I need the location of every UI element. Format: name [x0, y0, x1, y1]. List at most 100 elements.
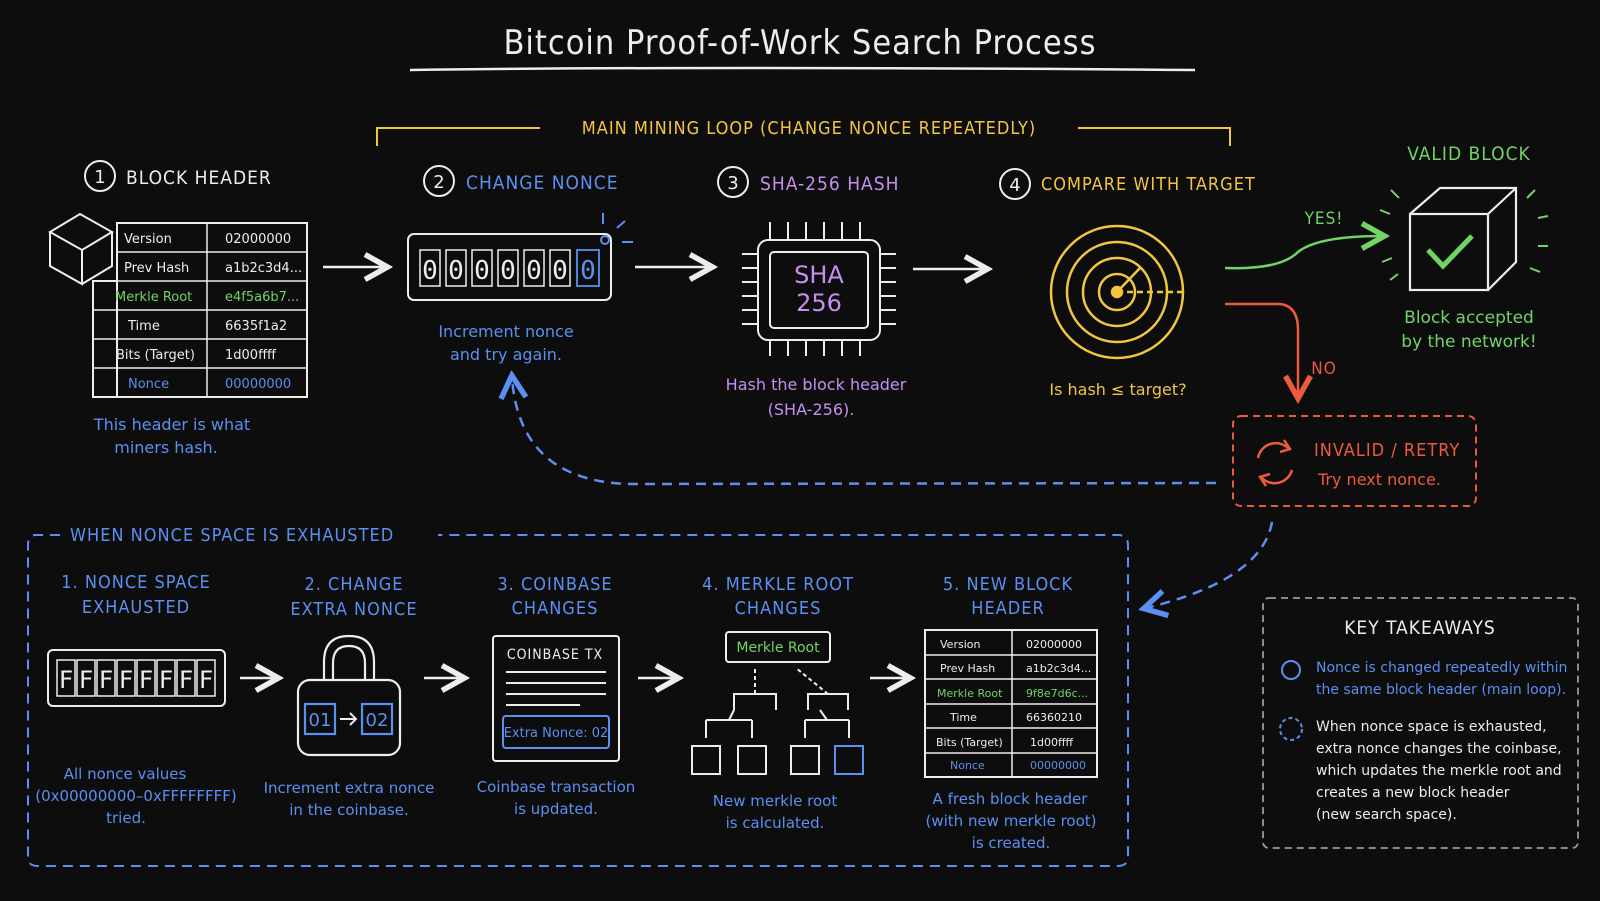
substep-title: EXHAUSTED: [82, 597, 190, 618]
substep-caption: New merkle root: [713, 792, 838, 810]
header-row-label: Prev Hash: [124, 261, 189, 276]
header-row-label: Time: [949, 711, 977, 724]
main-loop-label: MAIN MINING LOOP (CHANGE NONCE REPEATEDL…: [582, 118, 1036, 139]
valid-block-caption: by the network!: [1401, 332, 1536, 352]
key-takeaways: KEY TAKEAWAYS Nonce is changed repeatedl…: [1262, 597, 1579, 849]
exhausted-section: WHEN NONCE SPACE IS EXHAUSTED 1. NONCE S…: [27, 525, 1129, 867]
nonce-digit: F: [79, 666, 93, 694]
no-arrow: [1225, 302, 1298, 396]
step-number: 2: [433, 172, 444, 193]
takeaway-text: the same block header (main loop).: [1316, 682, 1566, 698]
header-row-label: Time: [127, 319, 160, 334]
valid-block: VALID BLOCK YES! Block accepted by the n…: [1224, 143, 1549, 352]
step-number: 1: [94, 167, 105, 188]
header-row-value: 9f8e7d6c...: [1026, 687, 1088, 700]
exhausted-frame: [27, 534, 1129, 867]
step-compare: 4 COMPARE WITH TARGET Is hash ≤ target?: [999, 168, 1255, 399]
substep-caption: in the coinbase.: [289, 801, 408, 819]
takeaway-text: extra nonce changes the coinbase,: [1316, 741, 1562, 757]
new-header-table: Version 02000000 Prev Hash a1b2c3d4... M…: [924, 629, 1098, 778]
title-underline: [409, 66, 1196, 72]
lock-from: 01: [309, 710, 332, 731]
nonce-digit: 0: [474, 256, 490, 286]
substep-caption: is calculated.: [726, 814, 825, 832]
header-row-value: a1b2c3d4...: [1026, 662, 1091, 675]
nonce-digit: F: [139, 666, 153, 694]
step-number-badge: [423, 165, 455, 197]
step-number-badge: [999, 168, 1031, 200]
step-caption: Hash the block header: [726, 375, 907, 394]
step-caption: Is hash ≤ target?: [1049, 380, 1186, 399]
padlock-icon: [296, 634, 402, 757]
step-caption: and try again.: [450, 345, 562, 364]
chip-label: 256: [796, 289, 842, 317]
header-row-label: Version: [124, 232, 172, 247]
substep-caption: Increment extra nonce: [264, 779, 435, 797]
header-row-value: 6635f1a2: [225, 319, 287, 334]
takeaway-text: Nonce is changed repeatedly within: [1316, 660, 1567, 676]
step-caption: This header is what: [93, 415, 250, 434]
target-icon: [1049, 224, 1185, 360]
extra-nonce-value: Extra Nonce: 02: [504, 726, 609, 741]
step-sha256: 3 SHA-256 HASH SHA 256 Hash the block he…: [717, 166, 907, 419]
header-row-value: 1d00ffff: [1030, 736, 1074, 749]
takeaway-text: (new search space).: [1316, 807, 1457, 823]
substep-title: EXTRA NONCE: [290, 599, 417, 620]
extra-nonce-field: [502, 715, 610, 749]
main-loop-bracket: MAIN MINING LOOP (CHANGE NONCE REPEATEDL…: [376, 118, 1231, 146]
sparkle-icon: [600, 213, 633, 245]
merkle-tree-icon: [691, 631, 864, 775]
step-change-nonce: 2 CHANGE NONCE 0 0 0 0 0 0 0 Inc: [407, 165, 633, 364]
step-caption: Increment nonce: [438, 322, 573, 341]
takeaway-text: When nonce space is exhausted,: [1316, 719, 1547, 735]
nonce-digit: 0: [580, 256, 596, 286]
lock-to: 02: [366, 710, 389, 731]
nonce-digit: F: [59, 666, 73, 694]
header-row-value: 1d00ffff: [225, 348, 277, 363]
takeaway-text: which updates the merkle root and: [1316, 763, 1562, 779]
cpu-chip-icon: [742, 222, 896, 356]
invalid-subtitle: Try next nonce.: [1317, 470, 1441, 489]
substep-title: 4. MERKLE ROOT: [702, 574, 854, 595]
yes-arrow: [1224, 236, 1382, 270]
block-header-table: Version 02000000 Prev Hash a1b2c3d4... M…: [92, 222, 308, 398]
nonce-digit: 0: [422, 256, 438, 286]
substep-extra-nonce: 2. CHANGE EXTRA NONCE 01 02 Increment ex…: [264, 574, 435, 819]
substep-title: 3. COINBASE: [497, 574, 612, 595]
cube-icon: [48, 212, 114, 286]
nonce-digit: F: [119, 666, 133, 694]
retry-loop-arrow: [512, 378, 1217, 486]
document-icon: [492, 635, 620, 762]
header-row-label: Bits (Target): [936, 736, 1003, 749]
substep-title: 1. NONCE SPACE: [61, 572, 210, 593]
burst-lines: [1379, 189, 1549, 281]
header-row-value: 02000000: [1026, 638, 1082, 651]
substep-title: CHANGES: [512, 598, 599, 619]
exhausted-label: WHEN NONCE SPACE IS EXHAUSTED: [70, 525, 394, 546]
takeaway-text: creates a new block header: [1316, 785, 1510, 801]
substep-title: 2. CHANGE: [304, 574, 403, 595]
box-icon: [1408, 186, 1518, 292]
step-block-header: 1 BLOCK HEADER Version 02000000 Prev Has…: [48, 160, 308, 457]
page-title: Bitcoin Proof-of-Work Search Process: [503, 23, 1096, 63]
coinbase-tx-title: COINBASE TX: [507, 647, 603, 663]
substep-title: HEADER: [971, 598, 1044, 619]
chip-label: SHA: [794, 261, 844, 289]
header-row-label: Bits (Target): [116, 348, 195, 363]
step-number: 4: [1009, 175, 1020, 196]
substep-merkle: 4. MERKLE ROOT CHANGES Merkle Root: [691, 574, 864, 832]
step-title: SHA-256 HASH: [760, 173, 899, 195]
step-number-badge: [84, 160, 116, 192]
substep-caption: tried.: [106, 809, 146, 827]
merkle-root-label: Merkle Root: [736, 640, 820, 656]
header-row-label: Version: [940, 638, 980, 651]
substep-caption: Coinbase transaction: [477, 778, 636, 796]
header-row-value: e4f5a6b7...: [225, 290, 299, 305]
header-row-label: Prev Hash: [940, 662, 995, 675]
substep-caption: (0x00000000–0xFFFFFFFF): [35, 787, 236, 805]
nonce-digit: 0: [500, 256, 516, 286]
step-caption: (SHA-256).: [768, 400, 855, 419]
takeaways-title: KEY TAKEAWAYS: [1344, 617, 1496, 639]
substep-caption: All nonce values: [64, 765, 187, 783]
substep-title: CHANGES: [735, 598, 822, 619]
